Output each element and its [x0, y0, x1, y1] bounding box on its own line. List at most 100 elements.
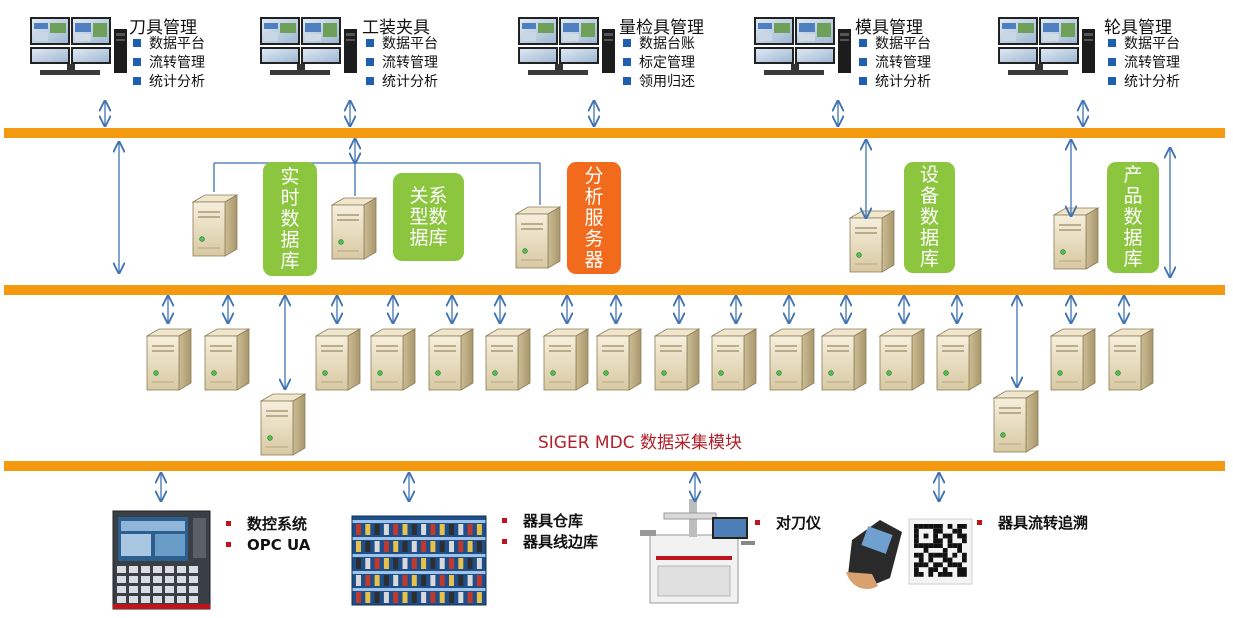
server-icon [204, 328, 250, 391]
db-char: 服 [584, 206, 604, 229]
module-item: 数据平台 [859, 35, 931, 54]
top-data-bus [4, 128, 1225, 138]
device-item: 器具线边库 [502, 532, 598, 553]
db-char: 设 [919, 164, 939, 186]
module-item: 数据台账 [623, 35, 695, 54]
db-char: 数 [1123, 206, 1143, 228]
scanner-device-labels: 器具流转追溯 [977, 513, 1088, 534]
workstation-computer-icon [998, 17, 1095, 75]
db-char: 据库 [409, 226, 448, 249]
module-item: 流转管理 [366, 54, 438, 73]
db-char: 品 [1123, 185, 1143, 207]
db-char: 数 [919, 206, 939, 228]
tool-warehouse-icon [351, 515, 487, 606]
product-database-box: 产 品 数 据 库 [1107, 162, 1159, 273]
handheld-qr-scanner-icon [846, 518, 973, 590]
server-icon [769, 328, 815, 391]
relational-database-box: 关系 型数 据库 [393, 173, 464, 261]
module-items: 数据平台 流转管理 统计分析 [366, 35, 438, 92]
module-item: 数据平台 [366, 35, 438, 54]
workstation-computer-icon [30, 17, 127, 75]
server-icon [146, 328, 192, 391]
server-icon [1053, 207, 1099, 270]
module-item: 流转管理 [1108, 54, 1180, 73]
server-icon [260, 393, 306, 456]
server-icon [936, 328, 982, 391]
server-icon [821, 328, 867, 391]
server-icon [370, 328, 416, 391]
module-items: 数据平台 流转管理 统计分析 [133, 35, 205, 92]
server-icon [315, 328, 361, 391]
analysis-server-box: 分 析 服 务 器 [567, 162, 621, 274]
db-char: 型数 [409, 205, 448, 228]
db-char: 实 [280, 165, 300, 188]
module-item: 数据平台 [133, 35, 205, 54]
module-title: 工装夹具 [362, 18, 430, 38]
server-icon [1050, 328, 1096, 391]
module-item: 数据平台 [1108, 35, 1180, 54]
db-char: 据 [280, 228, 300, 251]
server-icon [515, 206, 561, 269]
module-item: 统计分析 [1108, 73, 1180, 92]
module-title: 轮具管理 [1104, 18, 1172, 38]
workstation-computer-icon [518, 17, 615, 75]
tool-presetter-icon [640, 499, 755, 604]
module-item: 领用归还 [623, 73, 695, 92]
module-item: 流转管理 [859, 54, 931, 73]
device-item: OPC UA [226, 535, 310, 556]
device-item: 对刀仪 [755, 513, 821, 534]
db-char: 产 [1123, 164, 1143, 186]
server-icon [485, 328, 531, 391]
db-char: 库 [280, 249, 300, 272]
server-icon [654, 328, 700, 391]
db-char: 析 [584, 185, 604, 208]
db-char: 关系 [409, 184, 448, 207]
server-icon [993, 390, 1039, 453]
bottom-data-bus [4, 461, 1225, 471]
db-char: 分 [584, 164, 604, 187]
module-title: 刀具管理 [129, 18, 197, 38]
device-item: 器具仓库 [502, 511, 598, 532]
server-icon [849, 210, 895, 273]
module-items: 数据平台 流转管理 统计分析 [1108, 35, 1180, 92]
server-icon [543, 328, 589, 391]
workstation-computer-icon [260, 17, 357, 75]
module-item: 标定管理 [623, 54, 695, 73]
db-char: 数 [280, 207, 300, 230]
db-char: 器 [584, 248, 604, 271]
middle-data-bus [4, 285, 1225, 295]
module-item: 统计分析 [859, 73, 931, 92]
module-items: 数据平台 流转管理 统计分析 [859, 35, 931, 92]
db-char: 备 [919, 185, 939, 207]
equipment-database-box: 设 备 数 据 库 [904, 162, 955, 273]
module-item: 统计分析 [133, 73, 205, 92]
db-char: 库 [919, 248, 939, 270]
server-icon [711, 328, 757, 391]
module-title: 量检具管理 [619, 18, 704, 38]
module-item: 统计分析 [366, 73, 438, 92]
mdc-module-label: SIGER MDC 数据采集模块 [538, 433, 742, 453]
cnc-panel-icon [112, 510, 211, 610]
device-item: 器具流转追溯 [977, 513, 1088, 534]
warehouse-device-labels: 器具仓库 器具线边库 [502, 511, 598, 553]
db-char: 库 [1123, 248, 1143, 270]
cnc-device-labels: 数控系统 OPC UA [226, 514, 310, 556]
server-icon [596, 328, 642, 391]
server-icon [331, 197, 377, 260]
workstation-computer-icon [754, 17, 851, 75]
module-item: 流转管理 [133, 54, 205, 73]
db-char: 据 [919, 227, 939, 249]
server-icon [1108, 328, 1154, 391]
db-char: 据 [1123, 227, 1143, 249]
server-icon [428, 328, 474, 391]
realtime-database-box: 实 时 数 据 库 [263, 162, 317, 276]
presetter-device-labels: 对刀仪 [755, 513, 821, 534]
server-icon [879, 328, 925, 391]
db-char: 时 [280, 186, 300, 209]
module-items: 数据台账 标定管理 领用归还 [623, 35, 695, 92]
device-item: 数控系统 [226, 514, 310, 535]
module-title: 模具管理 [855, 18, 923, 38]
server-icon [192, 194, 238, 257]
db-char: 务 [584, 227, 604, 250]
